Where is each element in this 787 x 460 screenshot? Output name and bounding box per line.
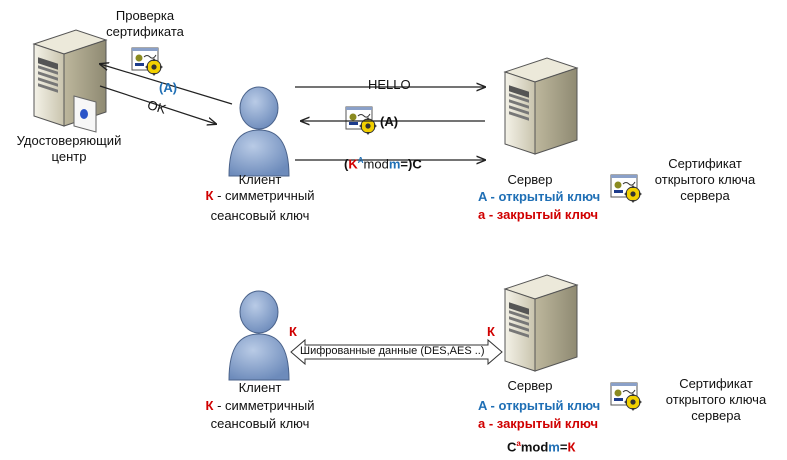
top-server-public-key: A - открытый ключ [478, 189, 601, 204]
cert-reply-label: (A) [380, 114, 399, 129]
bottom-server-cert-icon [610, 382, 643, 412]
top-server-private-key: a - закрытый ключ [478, 207, 599, 222]
ca-server-icon [33, 29, 107, 133]
ca-cert-label: (A) [159, 80, 178, 95]
bottom-server-public-key: A - открытый ключ [478, 398, 601, 413]
ca-check-cert-icon [131, 47, 164, 77]
bottom-cert-caption-line2: открытого ключа [665, 392, 767, 407]
decryption-formula: Camodm=К [507, 439, 576, 455]
top-server-name: Сервер [507, 172, 553, 187]
top-cert-caption-line1: Сертификат [668, 156, 742, 171]
client-to-ca-arrow [100, 64, 233, 105]
encrypted-channel-arrow [290, 338, 503, 366]
bottom-server-private-key: a - закрытый ключ [478, 416, 599, 431]
bottom-cert-caption-line3: сервера [691, 408, 741, 423]
top-client-name: Клиент [238, 172, 282, 187]
top-cert-caption-line2: открытого ключа [654, 172, 756, 187]
encrypted-channel-label: Шифрованные данные (DES,AES ..) [300, 345, 485, 357]
top-server-cert-icon [610, 174, 643, 204]
hello-label: HELLO [368, 77, 411, 92]
top-client-icon [228, 86, 290, 177]
bottom-server-icon [504, 274, 578, 372]
top-server-icon [504, 57, 578, 155]
bottom-server-name: Сервер [507, 378, 553, 393]
ca-name-line2: центр [51, 149, 87, 164]
bottom-client-name: Клиент [238, 380, 282, 395]
top-client-key-line: К - симметричный [205, 188, 315, 203]
top-cert-caption-line3: сервера [680, 188, 730, 203]
top-client-key-line2: сеансовый ключ [210, 208, 310, 223]
encrypted-key-formula: (KAmodm=)C [344, 156, 422, 172]
bottom-cert-caption-line1: Сертификат [679, 376, 753, 391]
ca-check-label-line1: Проверка [115, 8, 175, 23]
bottom-client-key-mark: К [289, 324, 297, 339]
bottom-server-key-mark: К [487, 324, 495, 339]
bottom-client-icon [228, 290, 290, 381]
ca-name-line1: Удостоверяющий [16, 133, 122, 148]
ca-to-client-arrow [99, 85, 216, 124]
ca-check-label-line2: сертификата [106, 24, 184, 39]
bottom-client-key-line2: сеансовый ключ [210, 416, 310, 431]
bottom-client-key-line: К - симметричный [205, 398, 315, 413]
